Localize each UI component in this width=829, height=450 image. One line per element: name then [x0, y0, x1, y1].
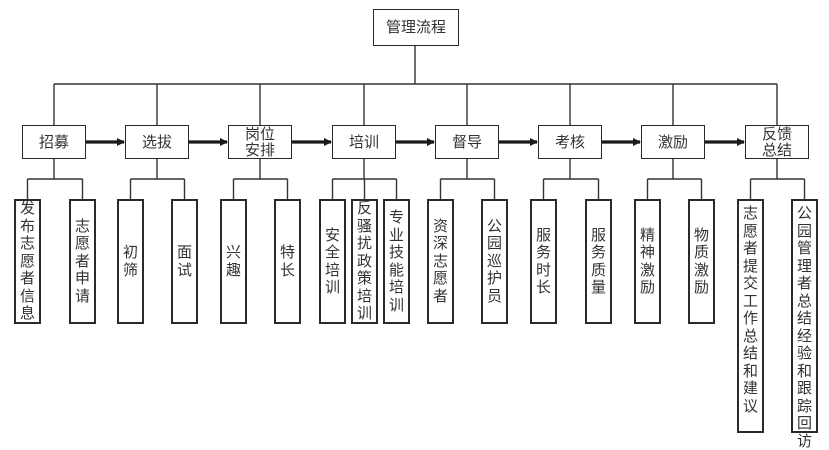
stage-node: 培训 [332, 125, 396, 159]
task-label: 面试 [176, 243, 192, 279]
task-label: 服务时长 [535, 225, 551, 296]
task-node: 面试 [171, 199, 198, 324]
task-label: 物质激励 [693, 225, 709, 296]
task-label: 服务质量 [590, 225, 606, 296]
stage-node: 反馈总结 [745, 125, 809, 159]
task-node: 志愿者申请 [69, 199, 96, 324]
task-node: 服务质量 [585, 199, 612, 324]
stage-label: 激励 [657, 133, 688, 151]
stage-node: 考核 [538, 125, 602, 159]
task-node: 专业技能培训 [383, 199, 410, 324]
task-node: 初筛 [117, 199, 144, 324]
task-node: 发布志愿者信息 [14, 199, 41, 324]
task-label: 志愿者提交工作总结和建议 [742, 204, 758, 415]
stage-label: 培训 [348, 133, 379, 151]
task-label: 初筛 [122, 243, 138, 279]
task-node: 兴趣 [220, 199, 247, 324]
task-node: 资深志愿者 [427, 199, 454, 324]
task-node: 志愿者提交工作总结和建议 [737, 199, 764, 433]
task-node: 物质激励 [688, 199, 715, 324]
task-label: 反骚扰政策培训 [356, 199, 372, 323]
stage-node: 岗位安排 [228, 125, 292, 159]
task-label: 专业技能培训 [388, 208, 404, 314]
task-node: 服务时长 [530, 199, 557, 324]
stage-node: 招募 [22, 125, 86, 159]
stage-label: 反馈总结 [761, 125, 792, 159]
root-node: 管理流程 [373, 9, 459, 46]
task-node: 精神激励 [634, 199, 661, 324]
stage-node: 激励 [641, 125, 705, 159]
task-node: 安全培训 [319, 199, 346, 324]
task-label: 兴趣 [225, 243, 241, 279]
task-label: 安全培训 [324, 225, 340, 296]
task-node: 公园巡护员 [481, 199, 508, 324]
stage-label: 招募 [38, 133, 69, 151]
task-label: 精神激励 [639, 225, 655, 296]
task-label: 公园管理者总结经验和跟踪回访 [796, 204, 812, 450]
stage-node: 选拔 [125, 125, 189, 159]
task-label: 发布志愿者信息 [19, 199, 35, 323]
task-node: 公园管理者总结经验和跟踪回访 [791, 199, 818, 449]
task-node: 特长 [274, 199, 301, 324]
stage-label: 岗位安排 [244, 125, 275, 159]
task-label: 志愿者申请 [74, 216, 90, 305]
task-label: 资深志愿者 [432, 216, 448, 305]
root-label: 管理流程 [385, 18, 446, 36]
stage-label: 考核 [554, 133, 585, 151]
stage-label: 选拔 [141, 133, 172, 151]
stage-node: 督导 [435, 125, 499, 159]
stage-label: 督导 [451, 133, 482, 151]
task-node: 反骚扰政策培训 [351, 199, 378, 324]
task-label: 特长 [279, 243, 295, 279]
task-label: 公园巡护员 [486, 216, 502, 305]
